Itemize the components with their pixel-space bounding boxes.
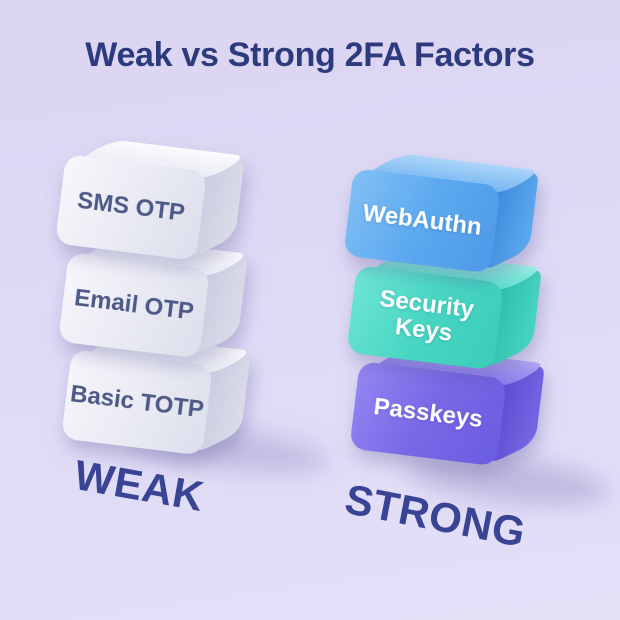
block-label: Security Keys bbox=[378, 285, 476, 347]
block-front-face: WebAuthn bbox=[343, 168, 501, 274]
block-label: SMS OTP bbox=[75, 186, 187, 227]
block-front-face: SMS OTP bbox=[55, 154, 207, 261]
block-basic-totp: Basic TOTP bbox=[61, 334, 255, 456]
block-security-keys: Security Keys bbox=[346, 250, 546, 371]
page-title: Weak vs Strong 2FA Factors bbox=[85, 36, 535, 74]
block-front-face: Passkeys bbox=[349, 361, 507, 467]
block-webauthn: WebAuthn bbox=[343, 153, 543, 274]
block-front-face: Email OTP bbox=[58, 252, 210, 359]
block-passkeys: Passkeys bbox=[349, 346, 549, 467]
block-front-face: Basic TOTP bbox=[61, 349, 213, 456]
block-label: Basic TOTP bbox=[68, 380, 206, 424]
block-label: Email OTP bbox=[72, 284, 196, 326]
block-label: WebAuthn bbox=[361, 199, 484, 241]
block-label: Passkeys bbox=[372, 393, 485, 434]
block-front-face: Security Keys bbox=[346, 265, 504, 371]
block-sms-otp: SMS OTP bbox=[55, 139, 249, 261]
block-email-otp: Email OTP bbox=[58, 237, 252, 359]
